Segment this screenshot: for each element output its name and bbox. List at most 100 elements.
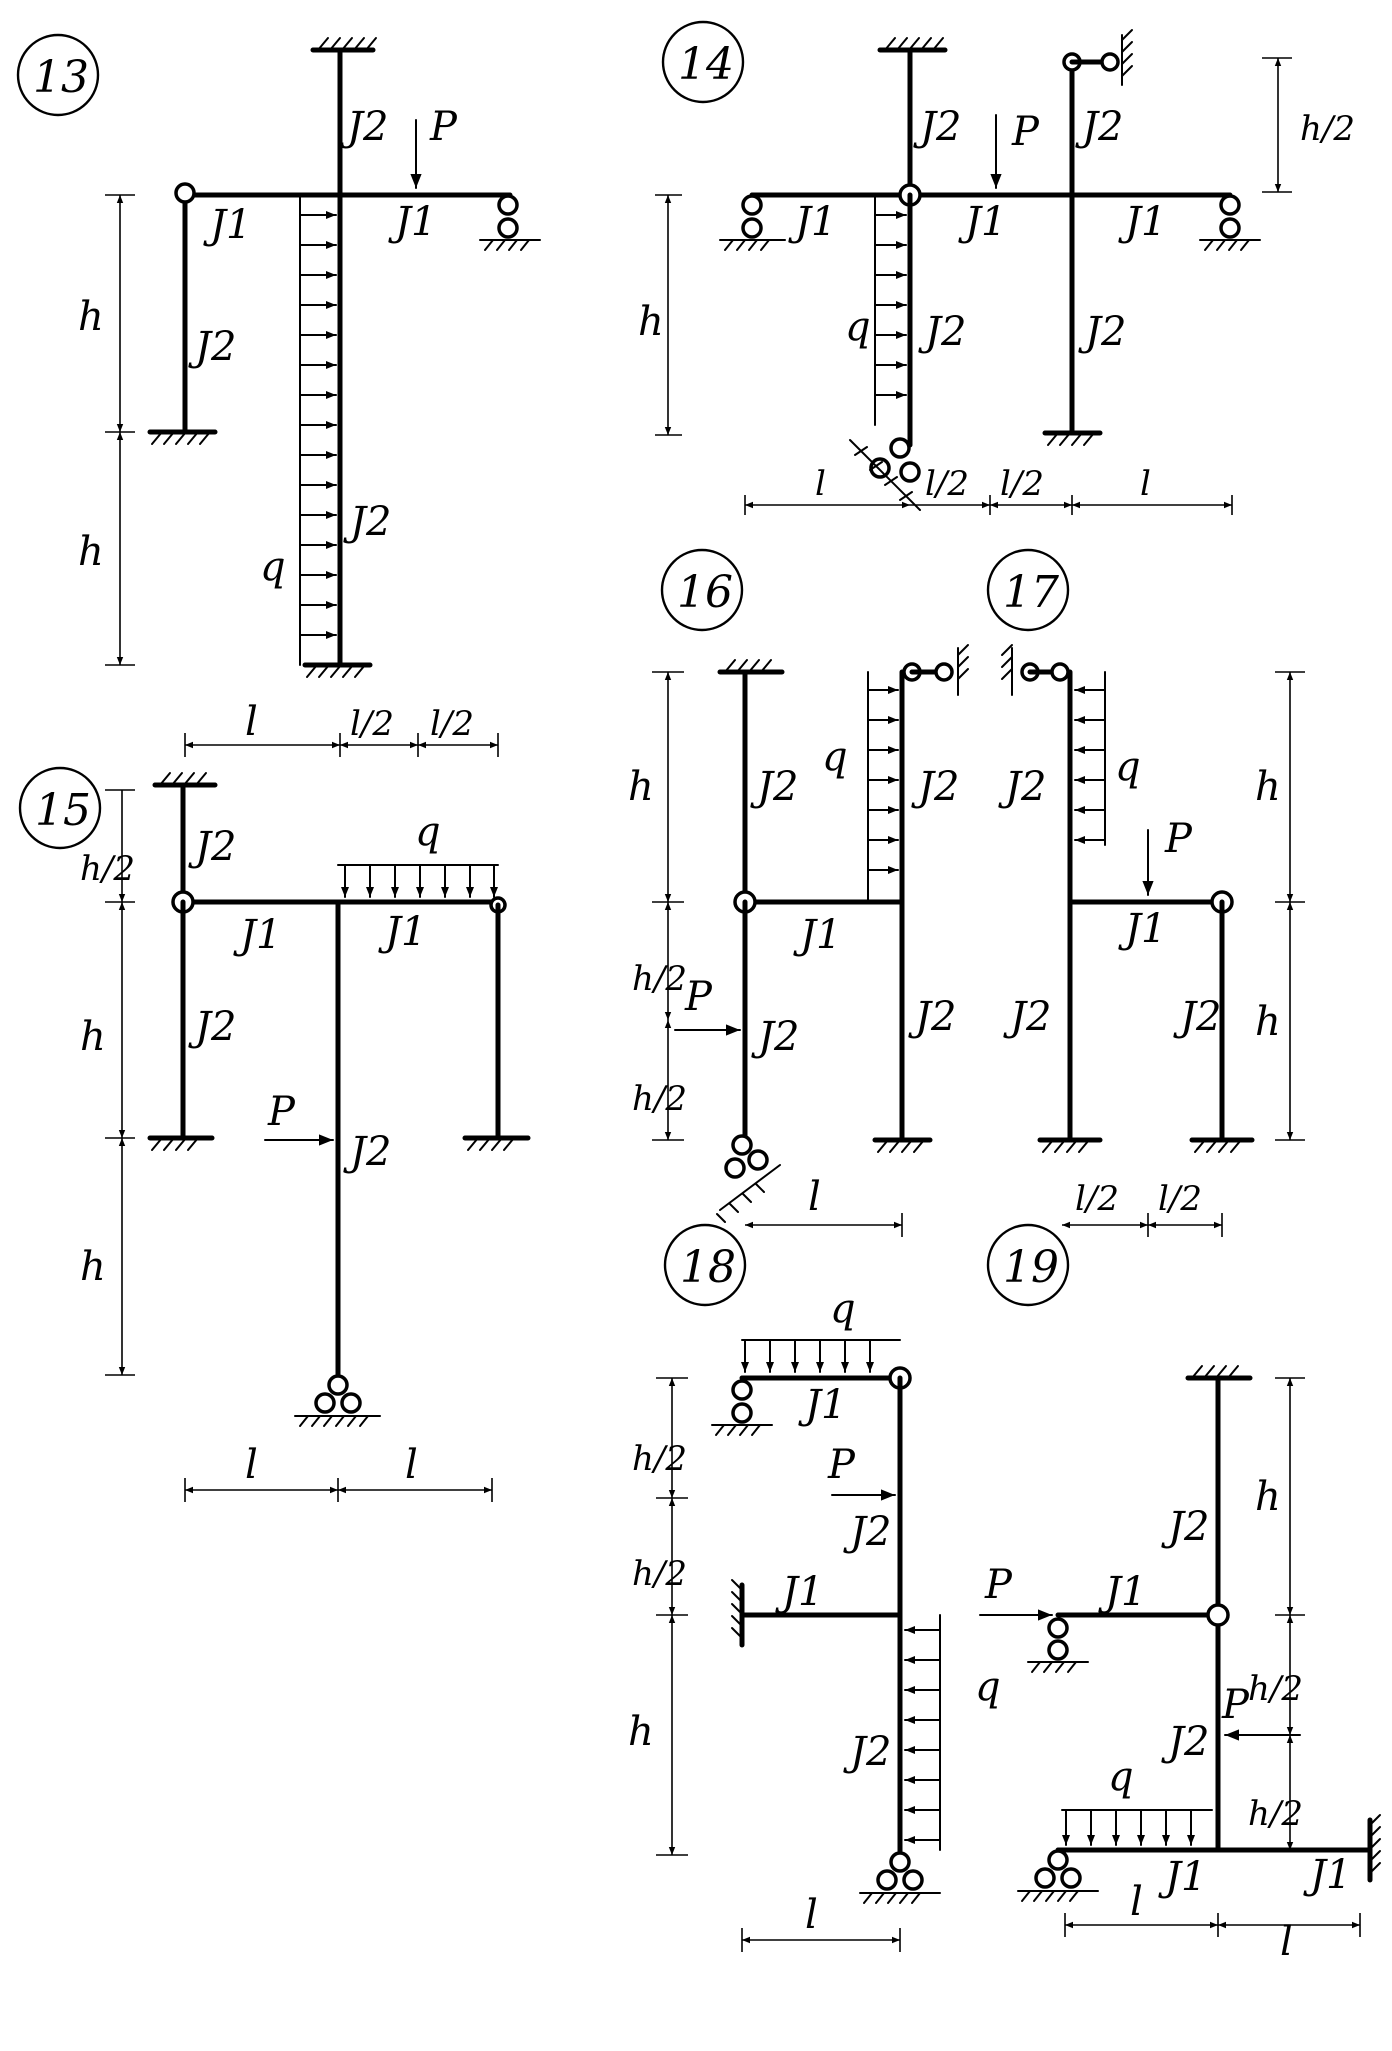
label-l: l <box>805 1892 818 1938</box>
roller-pin <box>497 194 519 216</box>
label-h-upper: h <box>78 294 104 340</box>
label-l-b: l <box>1140 464 1151 504</box>
label-l-bottom-a: l <box>245 1442 258 1488</box>
label-h2-a: h/2 <box>1248 1669 1303 1709</box>
label-j2-lower: J2 <box>1161 1719 1209 1765</box>
label-q-top: q <box>830 1286 856 1332</box>
panel-18-number: 18 <box>680 1242 736 1293</box>
label-l2-a: l/2 <box>1075 1179 1119 1219</box>
panel-16-badge <box>660 548 744 632</box>
label-p: P <box>429 104 458 150</box>
panel-16-number: 16 <box>677 567 733 618</box>
panel-17-number: 17 <box>1003 567 1059 618</box>
label-q: q <box>845 304 871 350</box>
panel-15-badge <box>18 766 102 850</box>
panel-18-badge <box>663 1223 747 1307</box>
label-j2-right-lower: J2 <box>1173 994 1221 1040</box>
label-j1-top: J1 <box>798 1382 846 1428</box>
label-h2: h/2 <box>1300 109 1355 149</box>
q-load-arrows <box>874 211 907 399</box>
label-j2-top-1: J2 <box>913 104 961 150</box>
label-q: q <box>1108 1754 1134 1800</box>
label-p: P <box>1164 816 1193 862</box>
roller-hatch <box>484 239 530 251</box>
label-p: P <box>827 1442 856 1488</box>
label-h2: h/2 <box>80 849 135 889</box>
label-j2-left-lower: J2 <box>1003 994 1051 1040</box>
label-j1-c: J1 <box>1118 199 1166 245</box>
label-h: h <box>638 299 664 345</box>
label-j1-b: J1 <box>958 199 1006 245</box>
label-h2-b: h/2 <box>632 1079 687 1119</box>
label-h-lower: h <box>78 529 104 575</box>
label-j1-side: J1 <box>775 1569 823 1615</box>
label-j2-left: J2 <box>188 324 236 370</box>
panel-13-number: 13 <box>33 52 89 103</box>
frame-18: 18 <box>628 1223 1001 1952</box>
label-q: q <box>415 809 441 855</box>
label-l-a: l <box>815 464 826 504</box>
label-j2-left-lower: J2 <box>751 1014 799 1060</box>
frame-16: 16 <box>628 548 969 1237</box>
label-j1-side: J1 <box>1098 1569 1146 1615</box>
label-p-right: P <box>1221 1682 1250 1728</box>
label-h: h <box>1255 1474 1281 1520</box>
label-j2-lower-2: J2 <box>1078 309 1126 355</box>
label-j1: J1 <box>793 912 841 958</box>
q-load-arrows-lower <box>904 1626 941 1844</box>
label-h-top: h <box>1255 764 1281 810</box>
frame-13: 13 <box>16 33 541 678</box>
label-h2-b: h/2 <box>1248 1794 1303 1834</box>
label-j1-a: J1 <box>233 912 281 958</box>
label-q: q <box>1115 744 1141 790</box>
label-l2-a: l/2 <box>925 464 969 504</box>
label-j1-bottom-b: J1 <box>1303 1852 1351 1898</box>
label-h: h <box>628 1709 654 1755</box>
label-p: P <box>267 1089 296 1135</box>
label-l2-top-b: l/2 <box>430 704 474 744</box>
label-h2-a: h/2 <box>632 959 687 999</box>
label-q-lower: q <box>975 1664 1001 1710</box>
panel-19-number: 19 <box>1003 1242 1059 1293</box>
label-h-a: h <box>80 1014 106 1060</box>
label-j1-right: J1 <box>388 199 436 245</box>
label-j2-lower-1: J2 <box>918 309 966 355</box>
label-j1-b: J1 <box>378 909 426 955</box>
panel-19-badge <box>986 1223 1070 1307</box>
q-load-arrows <box>299 211 337 639</box>
roller-wheel <box>497 217 519 239</box>
label-q: q <box>260 544 286 590</box>
label-h-b: h <box>80 1244 106 1290</box>
label-j2-right-lower: J2 <box>908 994 956 1040</box>
label-p: P <box>1011 109 1040 155</box>
label-j2-top: J2 <box>750 764 798 810</box>
label-q: q <box>822 734 848 780</box>
label-l2-b: l/2 <box>1000 464 1044 504</box>
label-l-bottom-b: l <box>405 1442 418 1488</box>
hatch-top <box>317 37 377 51</box>
label-p: P <box>684 974 713 1020</box>
label-j2-top-2: J2 <box>1075 104 1123 150</box>
hatch-bottom <box>306 664 366 678</box>
frame-19: 19 <box>979 1223 1381 1965</box>
label-j2-center: J2 <box>343 1129 391 1175</box>
label-l-b: l <box>1280 1919 1293 1965</box>
label-j2-right-top: J2 <box>911 764 959 810</box>
label-j2-lower: J2 <box>843 1729 891 1775</box>
panel-13-badge <box>16 33 100 117</box>
label-h: h <box>628 764 654 810</box>
label-l2-top-a: l/2 <box>350 704 394 744</box>
label-j2-top: J2 <box>340 104 388 150</box>
q-load-arrows-top <box>741 1339 874 1373</box>
label-p-left: P <box>984 1562 1013 1608</box>
hinge-left <box>174 182 196 204</box>
label-l-a: l <box>1130 1879 1143 1925</box>
q-load-arrows <box>867 686 899 874</box>
label-h2-a: h/2 <box>632 1439 687 1479</box>
label-l-top: l <box>245 699 258 745</box>
hatch-left <box>151 431 211 445</box>
label-j2-upper: J2 <box>843 1509 891 1555</box>
panel-14-badge <box>661 20 745 104</box>
q-load-arrows <box>341 864 498 898</box>
